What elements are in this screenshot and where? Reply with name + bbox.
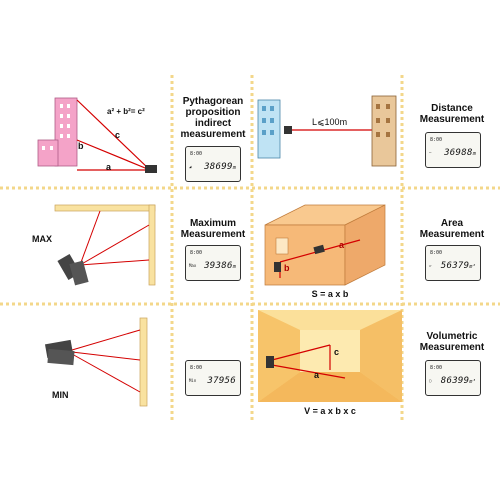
lcd-value: 38699 bbox=[204, 162, 233, 172]
lcd-mode: ▱ bbox=[429, 263, 432, 268]
label-line: Maximum bbox=[189, 218, 237, 229]
max-tag: MAX bbox=[32, 234, 52, 244]
volumetric-label: Volumetric Measurement bbox=[404, 331, 500, 353]
lcd-unit: m bbox=[232, 165, 236, 171]
label-line: Measurement bbox=[419, 229, 485, 240]
side-a-label: a bbox=[106, 162, 112, 172]
lcd-time: 8:00 bbox=[430, 137, 443, 143]
label-line: measurement bbox=[180, 129, 246, 140]
label-line: Distance bbox=[431, 103, 473, 114]
lcd-reading: 39386m bbox=[204, 261, 236, 271]
label-line: Measurement bbox=[419, 114, 485, 125]
hypotenuse-line bbox=[76, 99, 151, 171]
lcd-volumetric: 8:00 ▢ 86399m³ bbox=[425, 360, 481, 396]
lcd-time: 8:00 bbox=[190, 250, 203, 256]
max-illustration bbox=[54, 204, 156, 286]
distance-illustration bbox=[257, 95, 397, 167]
lcd-reading: 38699m bbox=[204, 162, 236, 172]
lcd-mode: Max bbox=[189, 263, 197, 268]
measuring-device bbox=[145, 165, 157, 173]
side-b-label: b bbox=[78, 141, 84, 151]
label-line: indirect bbox=[194, 118, 232, 129]
side-wall bbox=[148, 204, 156, 286]
lcd-reading: 37956 bbox=[207, 376, 236, 386]
lcd-mode: ◢ bbox=[189, 164, 192, 169]
min-tag: MIN bbox=[52, 390, 69, 400]
lcd-value: 39386 bbox=[204, 261, 233, 271]
lcd-reading: 36988m bbox=[444, 148, 476, 158]
range-label: L⩽100m bbox=[312, 117, 348, 127]
label-line: Measurement bbox=[180, 229, 246, 240]
side-c-label: c bbox=[115, 130, 121, 140]
lcd-unit: m³ bbox=[469, 379, 476, 385]
area-label: Area Measurement bbox=[404, 218, 500, 240]
pythagorean-illustration bbox=[37, 97, 157, 173]
lcd-pythagorean: 8:00 ◢ 38699m bbox=[185, 146, 241, 182]
low-building bbox=[37, 139, 59, 167]
area-formula: S = a x b bbox=[311, 289, 349, 299]
lcd-mode: — bbox=[429, 150, 432, 155]
lcd-reading: 56379m² bbox=[441, 261, 476, 271]
area-side-a: a bbox=[339, 240, 345, 250]
lcd-unit: m² bbox=[469, 264, 476, 270]
volume-illustration bbox=[258, 310, 402, 402]
lcd-time: 8:00 bbox=[190, 365, 203, 371]
lcd-maximum: 8:00 Max 39386m bbox=[185, 245, 241, 281]
lcd-time: 8:00 bbox=[190, 151, 203, 157]
lcd-unit: m bbox=[232, 264, 236, 270]
lcd-time: 8:00 bbox=[430, 250, 443, 256]
distance-label: Distance Measurement bbox=[404, 103, 500, 125]
label-line: Volumetric bbox=[426, 331, 478, 342]
lcd-mode: Min bbox=[189, 378, 197, 383]
lcd-value: 37956 bbox=[207, 376, 236, 386]
area-side-b: b bbox=[284, 263, 290, 273]
lcd-reading: 86399m³ bbox=[441, 376, 476, 386]
lcd-time: 8:00 bbox=[430, 365, 443, 371]
lcd-area: 8:00 ▱ 56379m² bbox=[425, 245, 481, 281]
lcd-value: 36988 bbox=[444, 148, 473, 158]
label-line: proposition bbox=[185, 107, 241, 118]
pythagorean-label: Pythagorean proposition indirect measure… bbox=[174, 96, 252, 140]
maximum-label: Maximum Measurement bbox=[174, 218, 252, 240]
volume-side-c: c bbox=[334, 347, 340, 357]
volume-side-a: a bbox=[314, 370, 320, 380]
min-illustration bbox=[44, 317, 148, 407]
distance-device bbox=[284, 126, 292, 134]
volume-formula: V = a x b x c bbox=[304, 406, 356, 416]
lcd-value: 86399 bbox=[440, 376, 470, 386]
label-line: Pythagorean bbox=[182, 96, 244, 107]
top-wall bbox=[54, 204, 156, 212]
lcd-value: 56379 bbox=[440, 261, 470, 271]
pythagorean-formula: a² + b²= c² bbox=[107, 107, 145, 116]
lcd-mode: ▢ bbox=[429, 378, 432, 383]
tan-building bbox=[371, 95, 397, 167]
min-wall bbox=[139, 317, 148, 407]
lcd-distance: 8:00 — 36988m bbox=[425, 132, 481, 168]
label-line: Measurement bbox=[419, 342, 485, 353]
device-2 bbox=[69, 260, 89, 286]
blue-building bbox=[257, 99, 281, 159]
lcd-unit: m bbox=[472, 151, 476, 157]
label-line: Area bbox=[440, 218, 464, 229]
lcd-minimum: 8:00 Min 37956 bbox=[185, 360, 241, 396]
area-illustration bbox=[264, 204, 386, 286]
